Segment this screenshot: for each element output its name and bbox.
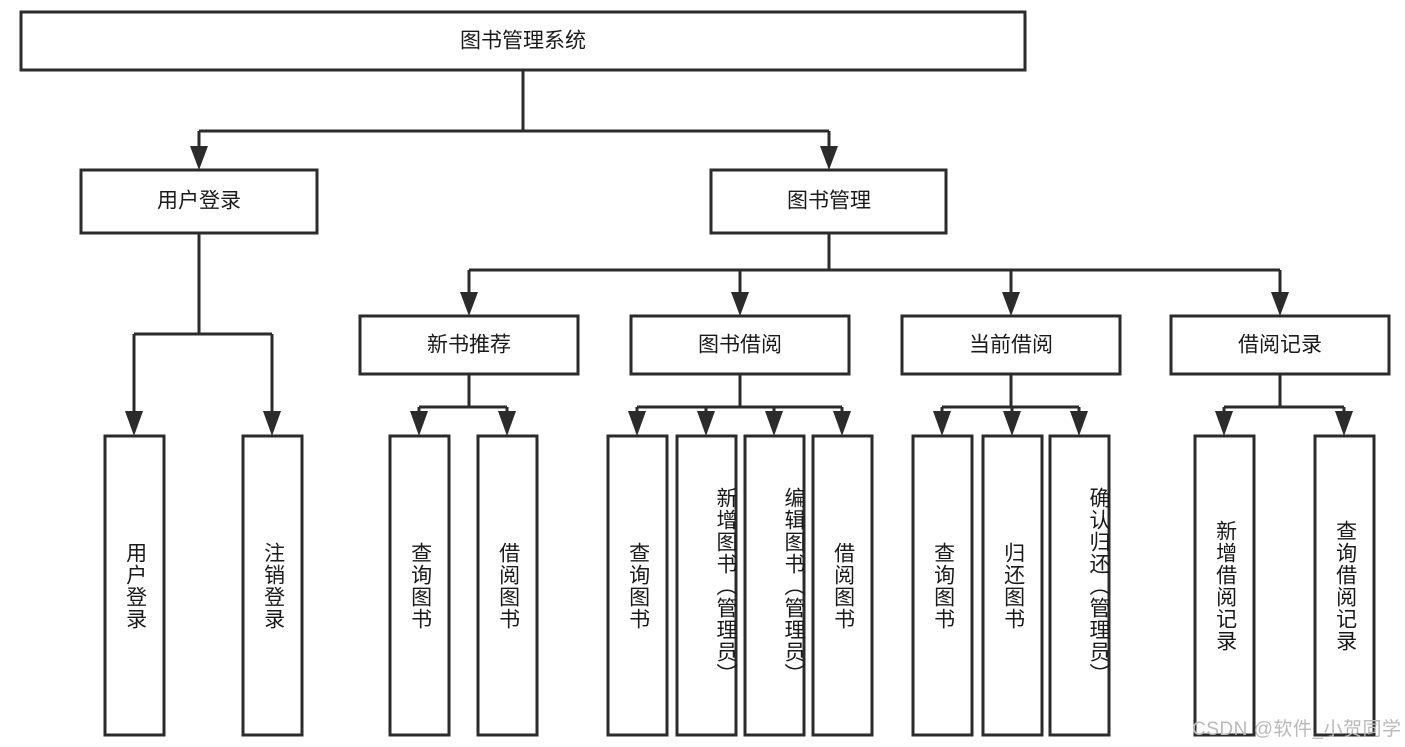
node-book-management-label: 图书管理 bbox=[787, 190, 871, 213]
node-root[interactable]: 图书管理系统 bbox=[19, 10, 1027, 72]
arrow-leaf-borrow-book-recommend bbox=[498, 411, 516, 436]
arrow-leaf-borrow-book bbox=[833, 411, 851, 436]
leaf-box-confirm-return-admin[interactable] bbox=[1048, 434, 1111, 737]
leaf-box-user-login[interactable] bbox=[103, 434, 166, 737]
node-user-login-label: 用户登录 bbox=[157, 190, 241, 213]
leaf-box-add-borrow-record[interactable] bbox=[1193, 434, 1256, 737]
arrow-leaf-add-book-admin bbox=[697, 411, 715, 436]
arrow-leaf-user-login bbox=[125, 411, 143, 436]
node-borrow-record[interactable]: 借阅记录 bbox=[1169, 314, 1391, 376]
node-root-label: 图书管理系统 bbox=[460, 30, 586, 53]
arrow-new-book-recommend bbox=[460, 292, 478, 316]
leaf-box-query-book-recommend[interactable] bbox=[388, 434, 451, 737]
arrow-leaf-return-book bbox=[1003, 411, 1021, 436]
node-book-borrow[interactable]: 图书借阅 bbox=[629, 314, 851, 376]
node-new-book-recommend-box[interactable] bbox=[358, 314, 580, 376]
csdn-watermark: CSDN @软件_小贺同学 bbox=[1192, 719, 1402, 740]
leaf-box-edit-book-admin[interactable] bbox=[743, 434, 806, 737]
arrow-leaf-confirm-return-admin bbox=[1070, 411, 1088, 436]
leaf-box-return-book[interactable] bbox=[981, 434, 1044, 737]
node-root-box[interactable] bbox=[19, 10, 1027, 72]
node-new-book-recommend[interactable]: 新书推荐 bbox=[358, 314, 580, 376]
arrow-leaf-add-borrow-record bbox=[1215, 411, 1233, 436]
node-borrow-record-label: 借阅记录 bbox=[1238, 334, 1322, 357]
connector-group-user-login-to-leaves bbox=[125, 233, 281, 436]
arrow-user-login bbox=[190, 146, 208, 170]
arrow-borrow-record bbox=[1271, 292, 1289, 316]
node-current-borrow[interactable]: 当前借阅 bbox=[900, 314, 1122, 376]
node-book-management[interactable]: 图书管理 bbox=[709, 168, 948, 235]
connector-group-root-to-level1 bbox=[190, 70, 838, 170]
leaf-box-query-borrow-record[interactable] bbox=[1313, 434, 1376, 737]
node-book-borrow-label: 图书借阅 bbox=[698, 334, 782, 357]
arrow-leaf-logout-login bbox=[263, 411, 281, 436]
arrow-book-management bbox=[820, 146, 838, 170]
leaf-box-logout-login[interactable] bbox=[241, 434, 304, 737]
leaf-box-query-book-current[interactable] bbox=[911, 434, 974, 737]
arrow-current-borrow bbox=[1002, 292, 1020, 316]
leaf-box-add-book-admin[interactable] bbox=[675, 434, 738, 737]
arrow-leaf-query-book-borrow bbox=[628, 411, 646, 436]
node-current-borrow-label: 当前借阅 bbox=[969, 334, 1053, 357]
leaf-boxes bbox=[103, 434, 1376, 737]
node-new-book-recommend-label: 新书推荐 bbox=[427, 334, 511, 357]
leaf-box-borrow-book[interactable] bbox=[811, 434, 874, 737]
connector-group-book-management-to-level2 bbox=[460, 233, 1289, 316]
arrow-leaf-query-book-recommend bbox=[410, 411, 428, 436]
connector-group-new-book-recommend-to-leaves bbox=[410, 374, 516, 436]
arrow-book-borrow bbox=[731, 292, 749, 316]
connector-group-current-borrow-to-leaves bbox=[933, 374, 1088, 436]
arrow-leaf-query-book-current bbox=[933, 411, 951, 436]
connector-group-borrow-record-to-leaves bbox=[1215, 374, 1353, 436]
node-book-management-box[interactable] bbox=[709, 168, 948, 235]
node-book-borrow-box[interactable] bbox=[629, 314, 851, 376]
node-borrow-record-box[interactable] bbox=[1169, 314, 1391, 376]
node-user-login[interactable]: 用户登录 bbox=[79, 168, 319, 235]
arrow-leaf-edit-book-admin bbox=[765, 411, 783, 436]
node-user-login-box[interactable] bbox=[79, 168, 319, 235]
leaf-box-query-book-borrow[interactable] bbox=[606, 434, 669, 737]
arrow-leaf-query-borrow-record bbox=[1335, 411, 1353, 436]
connector-group-book-borrow-to-leaves bbox=[628, 374, 851, 436]
leaf-box-borrow-book-recommend[interactable] bbox=[476, 434, 539, 737]
node-current-borrow-box[interactable] bbox=[900, 314, 1122, 376]
